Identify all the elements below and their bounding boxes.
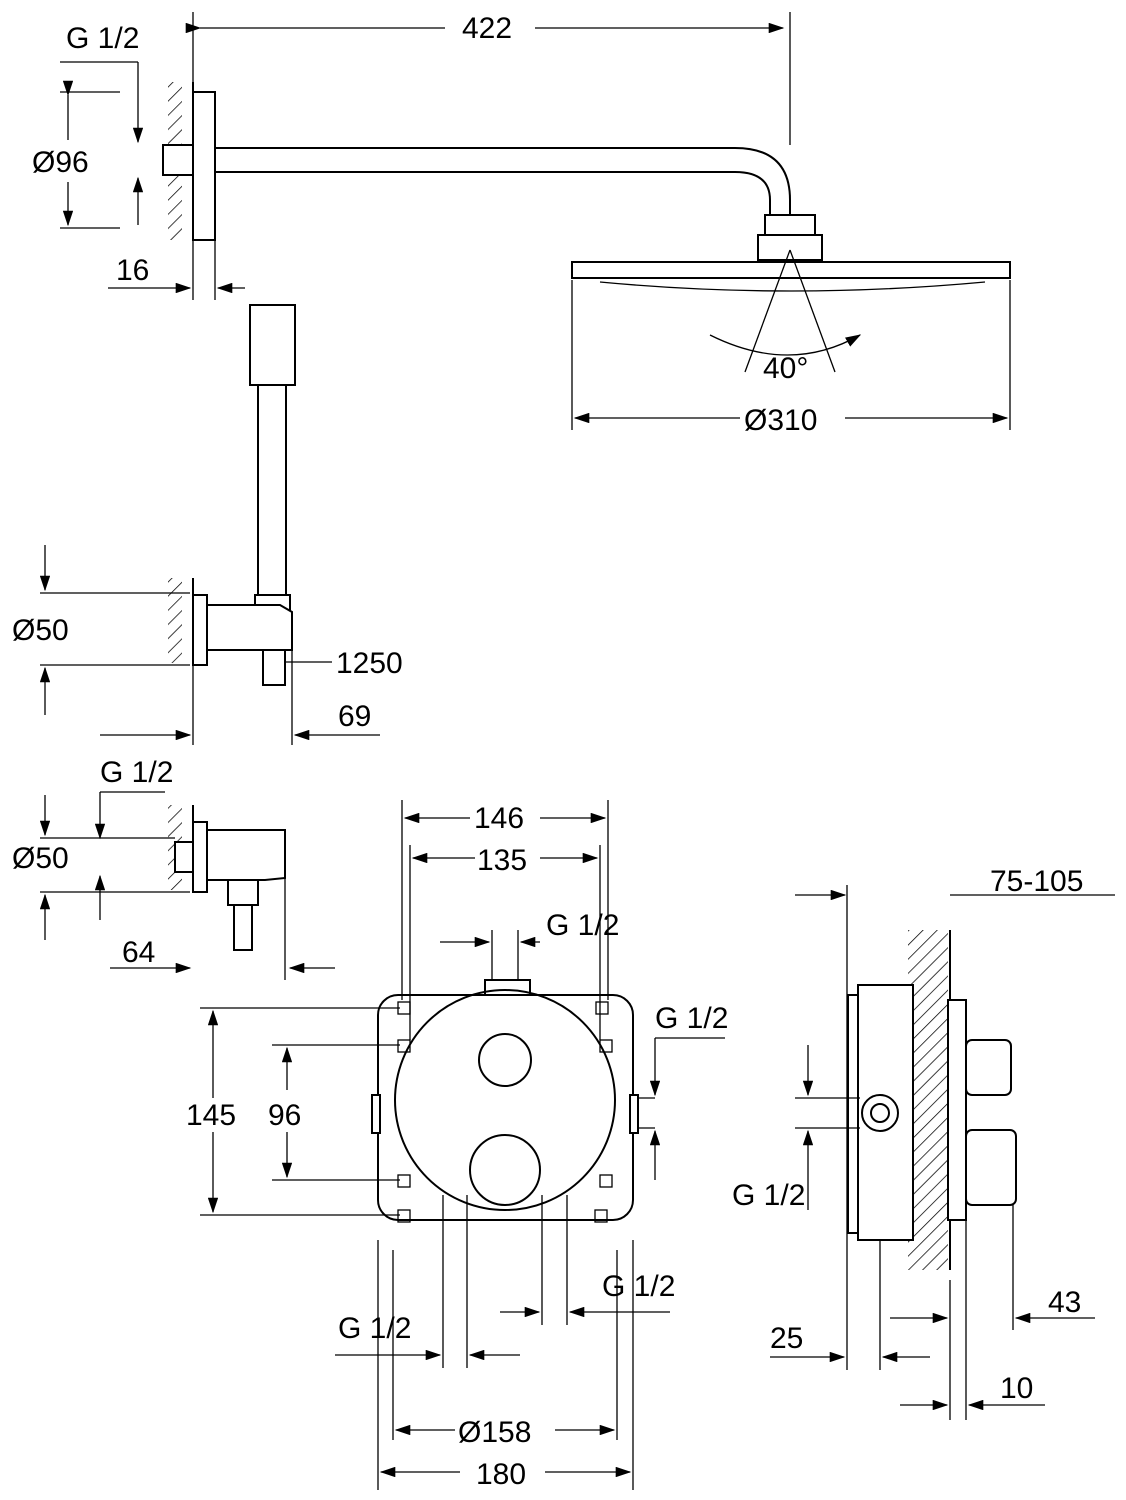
dim-96: 96 <box>268 1099 301 1132</box>
shower-arm-view: 422 G 1/2 Ø96 16 40° Ø310 <box>32 12 1011 437</box>
dim-holder-dia: Ø50 <box>12 614 69 647</box>
dim-elbow-depth: 64 <box>122 936 155 969</box>
dim-146: 146 <box>474 802 524 835</box>
dim-elbow-dia: Ø50 <box>12 842 69 875</box>
dim-bottom-thread-right: G 1/2 <box>602 1270 675 1303</box>
dim-spray-angle: 40° <box>763 352 808 385</box>
dim-hose-length: 1250 <box>336 647 403 680</box>
hand-shower-view: Ø50 1250 69 <box>12 304 403 745</box>
dim-422: 422 <box>462 12 512 45</box>
dim-side-thread: G 1/2 <box>732 1179 805 1212</box>
dim-158: Ø158 <box>458 1416 531 1449</box>
dim-holder-depth: 69 <box>338 700 371 733</box>
dim-180: 180 <box>476 1458 526 1491</box>
dim-head-dia: Ø310 <box>744 404 817 437</box>
dim-bottom-thread-left: G 1/2 <box>338 1312 411 1345</box>
dim-135: 135 <box>477 844 527 877</box>
dim-10: 10 <box>1000 1372 1033 1405</box>
dim-43: 43 <box>1048 1286 1081 1319</box>
wall-elbow-view: G 1/2 Ø50 64 <box>12 756 335 980</box>
thermostat-front-view: 146 135 G 1/2 G 1/2 145 96 G 1/2 G 1/2 Ø… <box>186 800 728 1491</box>
dim-top-thread: G 1/2 <box>546 909 619 942</box>
dim-install-depth: 75-105 <box>990 865 1083 898</box>
dim-elbow-thread: G 1/2 <box>100 756 173 789</box>
dim-flange-dia: Ø96 <box>32 146 89 179</box>
dim-145: 145 <box>186 1099 236 1132</box>
dim-thread-arm: G 1/2 <box>66 22 139 55</box>
dim-side-thread-right: G 1/2 <box>655 1002 728 1035</box>
dim-wall-offset: 16 <box>116 254 149 287</box>
thermostat-side-view: 75-105 G 1/2 43 25 10 <box>732 865 1115 1420</box>
dim-25: 25 <box>770 1322 803 1355</box>
